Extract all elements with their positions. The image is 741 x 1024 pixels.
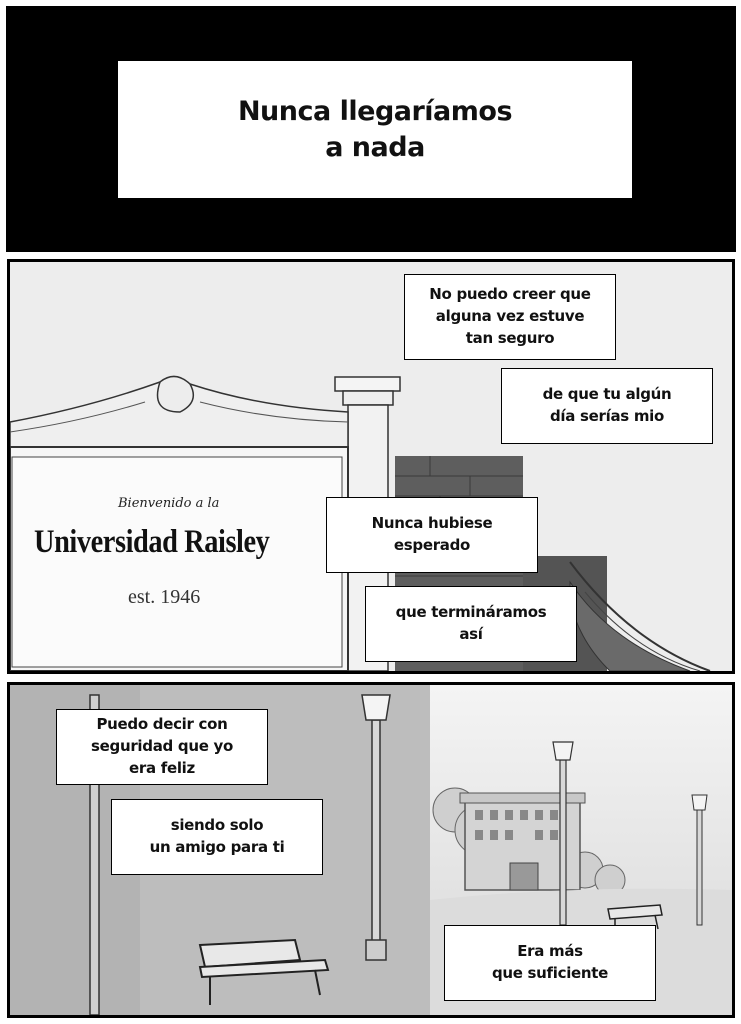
bench-front [198, 938, 330, 1005]
caption-2: de que tu algún día serías mio [501, 368, 713, 444]
caption-6-text: siendo solo un amigo para ti [149, 816, 285, 856]
lamp-post-left [89, 694, 100, 1015]
sign-established: est. 1946 [128, 586, 201, 608]
lamp-post-tall [361, 694, 391, 961]
caption-4: que termináramos así [365, 586, 577, 662]
caption-7: Era más que suficiente [444, 925, 656, 1001]
title-caption: Nunca llegaríamos a nada [118, 61, 632, 198]
caption-3: Nunca hubiese esperado [326, 497, 538, 573]
lamp-post-far [691, 794, 708, 926]
caption-3-text: Nunca hubiese esperado [371, 514, 493, 554]
caption-5-text: Puedo decir con seguridad que yo era fel… [91, 715, 233, 777]
bench-back [607, 904, 663, 933]
caption-5: Puedo decir con seguridad que yo era fel… [56, 709, 268, 785]
caption-1-text: No puedo creer que alguna vez estuve tan… [429, 285, 591, 347]
sign-welcome-text: Bienvenido a la [118, 496, 220, 511]
panel-university-sign: Bienvenido a la Universidad Raisley est.… [7, 259, 735, 674]
caption-2-text: de que tu algún día serías mio [542, 385, 672, 425]
sign-board [10, 375, 349, 671]
caption-6: siendo solo un amigo para ti [111, 799, 323, 875]
caption-1: No puedo creer que alguna vez estuve tan… [404, 274, 616, 360]
panel-campus: Puedo decir con seguridad que yo era fel… [7, 682, 735, 1018]
caption-4-text: que termináramos así [395, 603, 547, 643]
caption-7-text: Era más que suficiente [491, 942, 609, 982]
panel-title: Nunca llegaríamos a nada [6, 6, 736, 252]
title-text: Nunca llegaríamos a nada [237, 96, 513, 163]
sign-university-name: Universidad Raisley [34, 524, 270, 560]
